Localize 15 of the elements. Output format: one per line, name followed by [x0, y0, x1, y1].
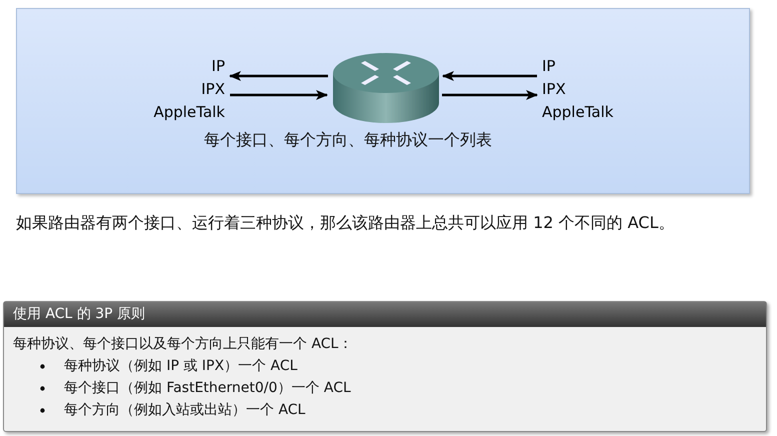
body-text: 每种协议、每个接口以及每个方向上只能有一个 ACL： [13, 335, 354, 354]
arrow [442, 90, 538, 100]
bullet-text: 每个方向（例如入站或出站）一个 ACL [64, 401, 306, 420]
arrow [442, 71, 537, 81]
header-bar: 使用 ACL 的 3P 原则 [4, 302, 766, 327]
arrow [229, 71, 328, 81]
panel-label: 每个接口、每个方向、每种协议一个列表 [203, 130, 493, 151]
bullet-text: 每种协议（例如 IP 或 IPX）一个 ACL [64, 357, 298, 376]
protocol-list: IP IPX AppleTalk [141, 55, 225, 124]
note-text: 如果路由器有两个接口、运行着三种协议，那么该路由器上总共可以应用 12 个不同的 ACL。 [16, 212, 676, 234]
protocol-list: IP IPX AppleTalk [542, 55, 626, 124]
bullet-text: 每个接口（例如 FastEthernet0/0）一个 ACL [64, 379, 351, 398]
panel [16, 8, 750, 194]
arrow [230, 90, 328, 100]
info-box [3, 301, 767, 432]
